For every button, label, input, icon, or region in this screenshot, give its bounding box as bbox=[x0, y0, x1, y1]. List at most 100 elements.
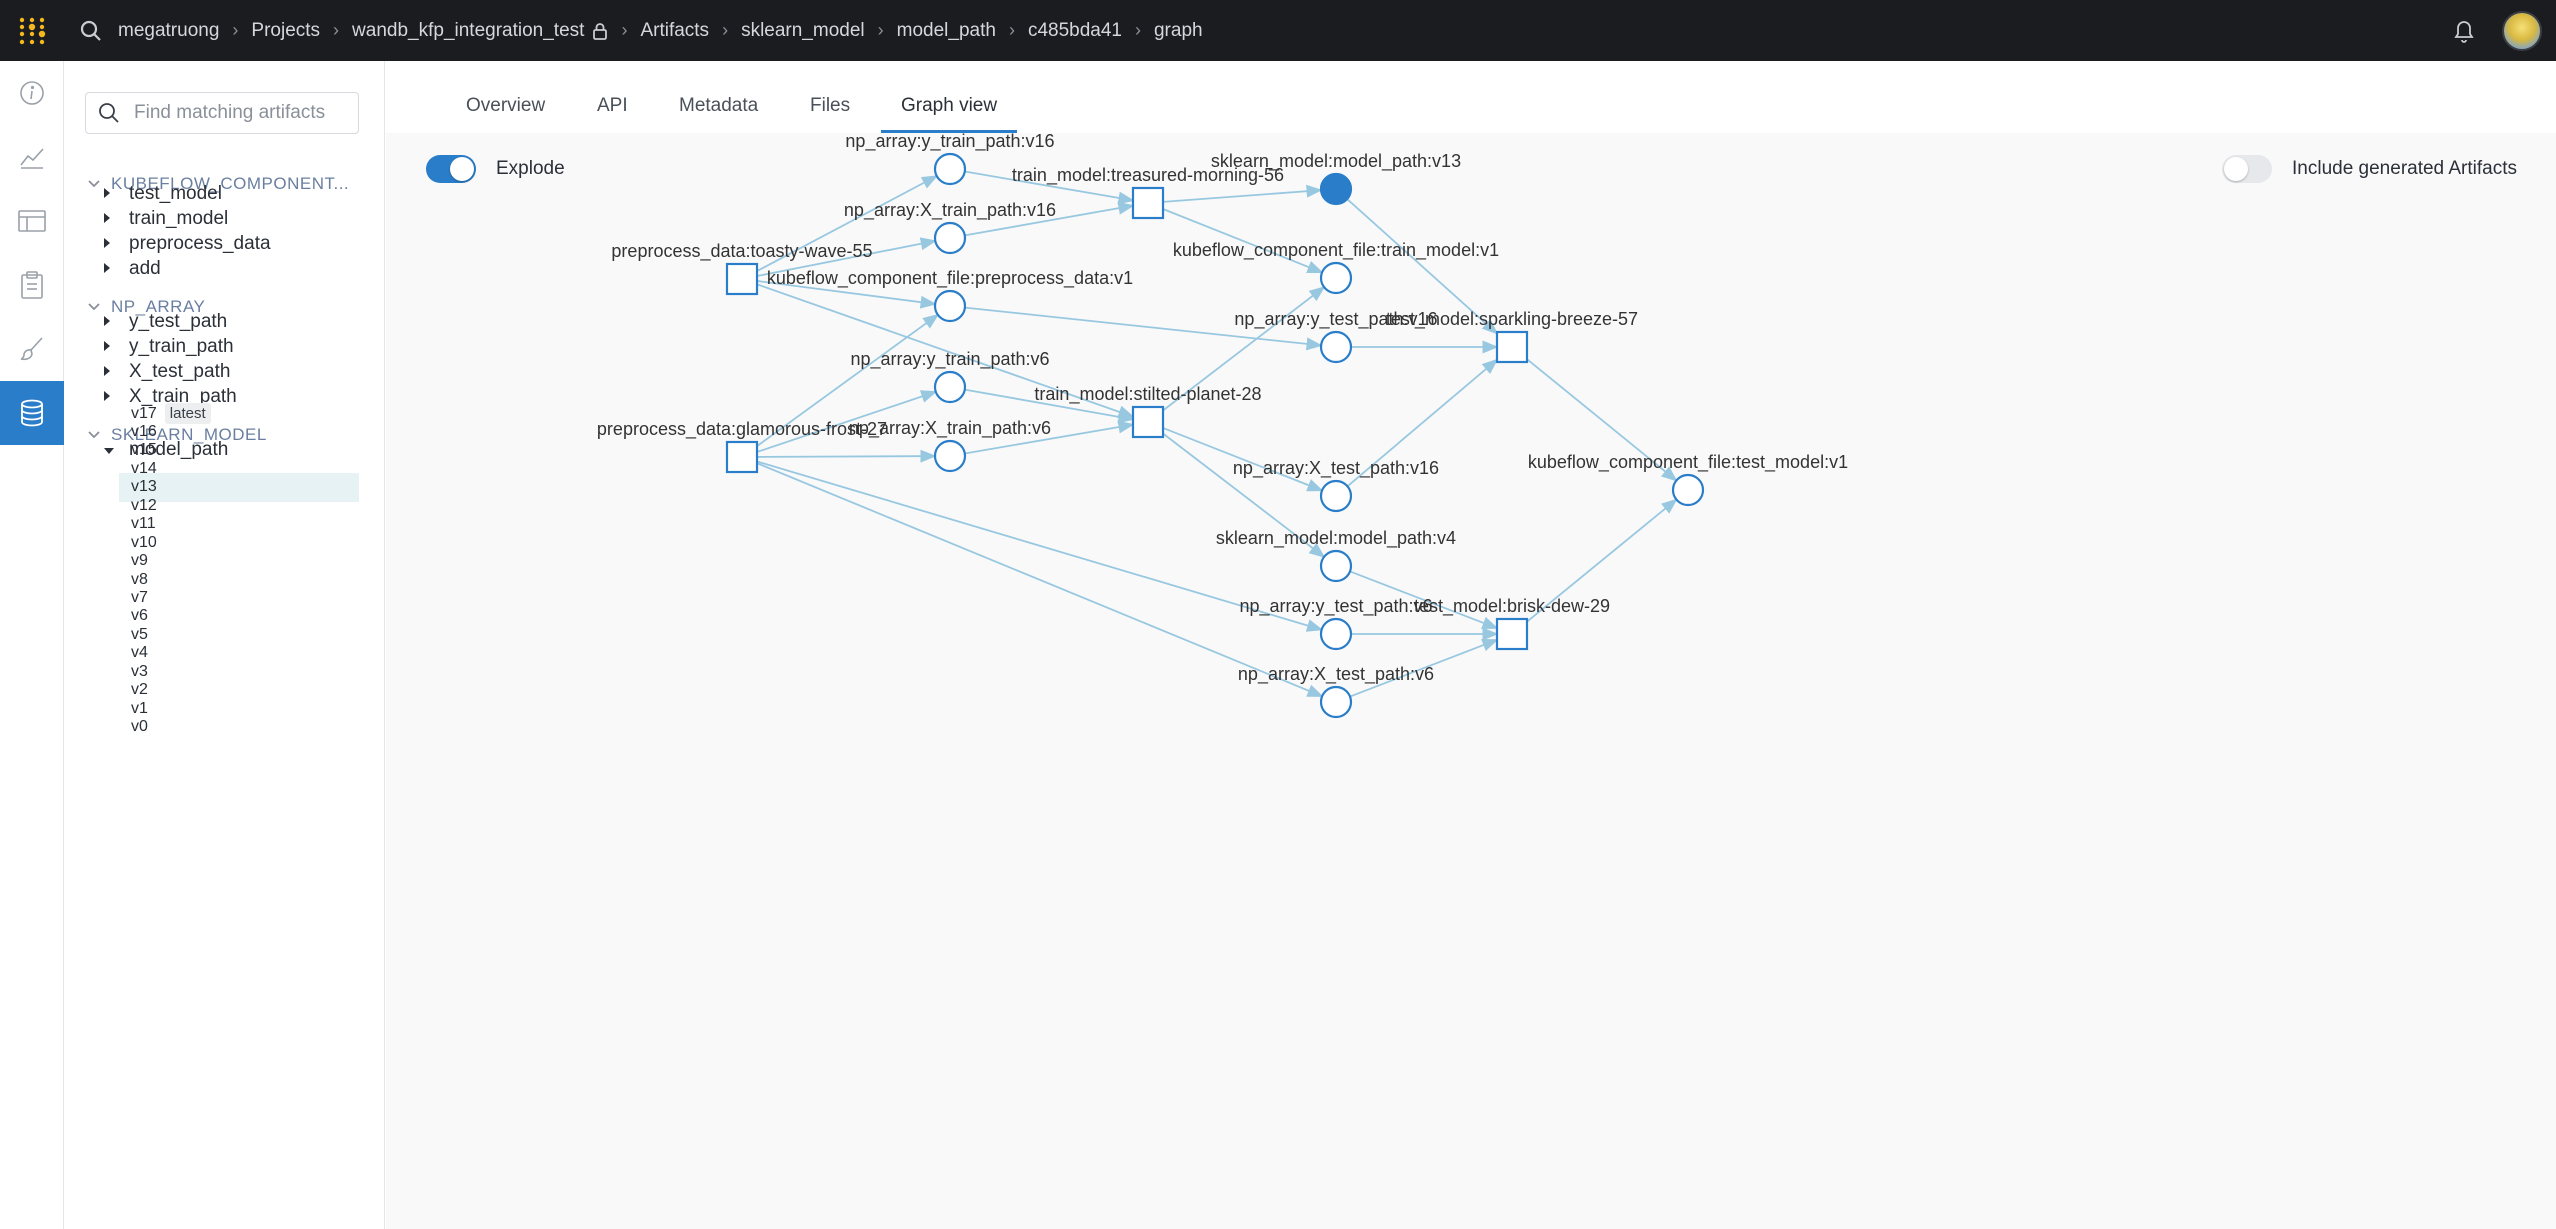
version-item[interactable]: v4 bbox=[119, 639, 359, 668]
explode-toggle[interactable] bbox=[426, 155, 476, 183]
artifact-type-group-sklearn-model[interactable]: SKLEARN_MODEL bbox=[87, 425, 267, 445]
graph-run-node[interactable]: test_model:brisk-dew-29 bbox=[1414, 596, 1610, 651]
artifact-circle bbox=[933, 370, 967, 404]
artifact-type-group-np-array[interactable]: NP_ARRAY bbox=[87, 297, 205, 317]
version-label: v8 bbox=[131, 570, 148, 588]
tree-item-train-model[interactable]: train_model bbox=[103, 208, 228, 230]
tree-item-x-train-path[interactable]: X_train_path bbox=[103, 386, 237, 408]
wandb-logo-icon[interactable] bbox=[0, 0, 64, 61]
version-item[interactable]: v12 bbox=[119, 491, 359, 520]
graph-artifact-node[interactable]: np_array:X_test_path:v16 bbox=[1233, 458, 1439, 513]
breadcrumb-artifact-type[interactable]: sklearn_model bbox=[741, 19, 865, 41]
graph-artifact-node[interactable]: np_array:y_train_path:v6 bbox=[850, 349, 1050, 404]
version-item[interactable]: v9 bbox=[119, 547, 359, 576]
tab-files[interactable]: Files bbox=[810, 95, 851, 116]
version-item[interactable]: v16 bbox=[119, 417, 359, 446]
version-item[interactable]: v5 bbox=[119, 620, 359, 649]
breadcrumb-projects[interactable]: Projects bbox=[251, 19, 321, 41]
caret-right-icon bbox=[103, 361, 113, 383]
table-icon[interactable] bbox=[0, 189, 64, 253]
graph-artifact-node[interactable]: np_array:X_train_path:v16 bbox=[844, 200, 1056, 255]
graph-run-node[interactable]: train_model:treasured-morning-56 bbox=[1012, 165, 1284, 220]
version-item[interactable]: v13 bbox=[119, 472, 359, 502]
graph-artifact-node[interactable]: kubeflow_component_file:test_model:v1 bbox=[1528, 452, 1848, 507]
graph-node-label: sklearn_model:model_path:v13 bbox=[1211, 151, 1461, 172]
graph-edge bbox=[756, 390, 938, 453]
tab-graph-view[interactable]: Graph view bbox=[901, 95, 998, 116]
search-input[interactable] bbox=[134, 102, 344, 124]
line-chart-icon[interactable] bbox=[0, 125, 64, 189]
graph-run-node[interactable]: preprocess_data:glamorous-frost-27 bbox=[597, 419, 887, 474]
graph-edge bbox=[1349, 638, 1499, 698]
graph-artifact-node[interactable]: np_array:y_train_path:v16 bbox=[845, 131, 1055, 186]
tree-item-add[interactable]: add bbox=[103, 258, 161, 280]
version-item[interactable]: v8 bbox=[119, 565, 359, 594]
breadcrumb-artifact-name[interactable]: model_path bbox=[896, 19, 996, 41]
caret-right-icon bbox=[103, 386, 113, 408]
avatar[interactable] bbox=[2502, 10, 2542, 51]
tree-item-y-test-path[interactable]: y_test_path bbox=[103, 311, 227, 333]
version-item[interactable]: v15 bbox=[119, 436, 359, 465]
tree-item-label: y_train_path bbox=[129, 336, 234, 357]
breadcrumb-artifacts[interactable]: Artifacts bbox=[640, 19, 710, 41]
tab-metadata[interactable]: Metadata bbox=[679, 95, 759, 116]
run-square bbox=[725, 440, 759, 474]
graph-artifact-node[interactable]: np_array:X_test_path:v6 bbox=[1238, 664, 1434, 719]
graph-artifact-node[interactable]: kubeflow_component_file:train_model:v1 bbox=[1173, 240, 1499, 295]
version-label: v0 bbox=[131, 718, 148, 736]
graph-node-label: np_array:y_test_path:v16 bbox=[1234, 309, 1437, 330]
breadcrumb-project[interactable]: wandb_kfp_integration_test bbox=[352, 19, 585, 41]
caret-right-icon bbox=[103, 183, 113, 205]
breadcrumb-entity[interactable]: megatruong bbox=[118, 19, 220, 41]
graph-artifact-node[interactable]: sklearn_model:model_path:v4 bbox=[1216, 528, 1456, 583]
tree-item-y-train-path[interactable]: y_train_path bbox=[103, 336, 234, 358]
version-label: v9 bbox=[131, 552, 148, 570]
search-icon bbox=[99, 103, 119, 123]
artifact-circle bbox=[1671, 473, 1705, 507]
tab-api[interactable]: API bbox=[597, 95, 628, 116]
graph-edge bbox=[1346, 198, 1499, 335]
version-item[interactable]: v1 bbox=[119, 694, 359, 723]
graph-run-node[interactable]: preprocess_data:toasty-wave-55 bbox=[611, 241, 873, 296]
version-item[interactable]: v11 bbox=[119, 510, 359, 539]
tab-bar: Overview API Metadata Files Graph view bbox=[386, 61, 2556, 133]
graph-run-node[interactable]: test_model:sparkling-breeze-57 bbox=[1386, 309, 1638, 364]
version-label: v17 bbox=[131, 404, 157, 422]
graph-artifact-node[interactable]: kubeflow_component_file:preprocess_data:… bbox=[767, 268, 1133, 323]
include-generated-toggle[interactable] bbox=[2222, 155, 2272, 183]
graph-artifact-node[interactable]: np_array:X_train_path:v6 bbox=[849, 418, 1051, 473]
graph-run-node[interactable]: train_model:stilted-planet-28 bbox=[1034, 384, 1262, 439]
tree-item-test-model[interactable]: test_model bbox=[103, 183, 222, 205]
tree-item-model-path[interactable]: model_path bbox=[103, 439, 228, 461]
search-icon[interactable] bbox=[64, 0, 118, 61]
graph-node-label: np_array:y_test_path:v6 bbox=[1239, 596, 1432, 617]
graph-artifact-node[interactable]: np_array:y_test_path:v16 bbox=[1234, 309, 1438, 364]
graph-node-label: sklearn_model:model_path:v4 bbox=[1216, 528, 1456, 549]
version-item[interactable]: v3 bbox=[119, 657, 359, 686]
version-item[interactable]: v7 bbox=[119, 584, 359, 613]
tab-overview[interactable]: Overview bbox=[466, 95, 546, 116]
tree-item-x-test-path[interactable]: X_test_path bbox=[103, 361, 230, 383]
artifact-type-group-kubeflow[interactable]: KUBEFLOW_COMPONENT... bbox=[87, 174, 349, 194]
graph-artifact-node[interactable]: np_array:y_test_path:v6 bbox=[1239, 596, 1433, 651]
graph-artifact-node[interactable]: sklearn_model:model_path:v13 bbox=[1211, 151, 1461, 206]
graph-edge bbox=[1526, 358, 1678, 482]
breadcrumb-version[interactable]: c485bda41 bbox=[1027, 19, 1122, 41]
brush-icon[interactable] bbox=[0, 317, 64, 381]
version-item[interactable]: v0 bbox=[119, 713, 359, 742]
breadcrumb: megatruong › Projects › wandb_kfp_integr… bbox=[118, 0, 1203, 61]
artifact-circle bbox=[933, 221, 967, 255]
graph-edge bbox=[1526, 498, 1678, 623]
info-icon[interactable] bbox=[0, 61, 64, 125]
version-item[interactable]: v2 bbox=[119, 676, 359, 705]
bell-icon[interactable] bbox=[2434, 0, 2494, 61]
clipboard-icon[interactable] bbox=[0, 253, 64, 317]
version-item[interactable]: v14 bbox=[119, 454, 359, 483]
artifact-circle bbox=[933, 152, 967, 186]
version-label: v2 bbox=[131, 681, 148, 699]
tree-item-preprocess-data[interactable]: preprocess_data bbox=[103, 233, 271, 255]
database-icon[interactable] bbox=[0, 381, 64, 445]
version-item[interactable]: v10 bbox=[119, 528, 359, 557]
version-item[interactable]: v6 bbox=[119, 602, 359, 631]
